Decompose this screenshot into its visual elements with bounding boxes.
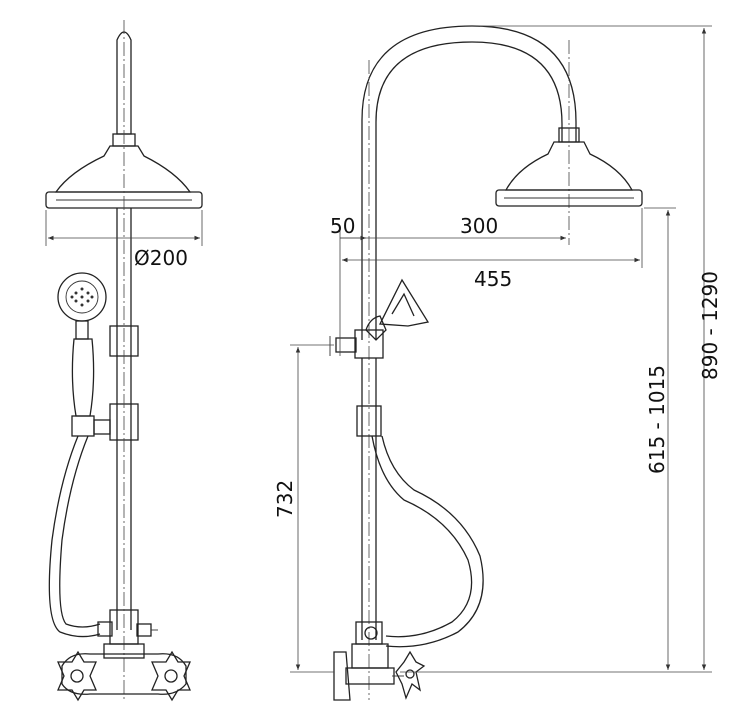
side-view: 50 300 455 732 615 - 1015 890 - 1290	[273, 25, 722, 701]
dimension-handset-height: 732	[273, 480, 297, 518]
dimension-reach: 300	[460, 214, 498, 238]
dimension-offset: 50	[330, 214, 355, 238]
front-view: Ø200	[45, 20, 203, 702]
side-cross-handle	[395, 650, 426, 700]
shower-spray-holes	[70, 287, 94, 307]
dimension-total-height: 890 - 1290	[698, 271, 722, 380]
right-cross-handle	[151, 650, 191, 702]
dimension-diameter: Ø200	[134, 246, 188, 270]
dimension-total-reach: 455	[474, 267, 512, 291]
dimension-head-height: 615 - 1015	[645, 365, 669, 474]
left-cross-handle	[57, 650, 97, 702]
